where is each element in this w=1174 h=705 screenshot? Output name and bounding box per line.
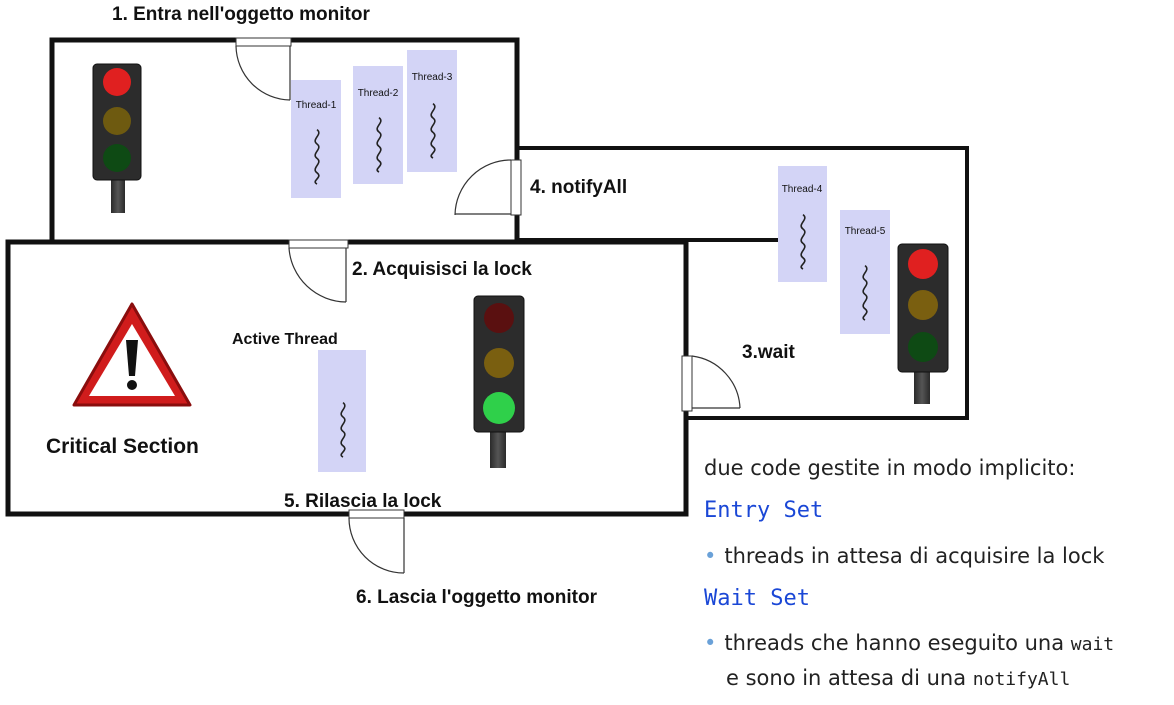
traffic-light-critical bbox=[473, 295, 525, 468]
notify-code: notifyAll bbox=[972, 669, 1071, 690]
thread-1: Thread-1 bbox=[291, 80, 341, 198]
critical-section-label: Critical Section bbox=[46, 435, 199, 458]
traffic-light-wait bbox=[897, 243, 949, 404]
thread-4: Thread-4 bbox=[778, 166, 827, 282]
bullet-icon: • bbox=[704, 544, 717, 568]
wait-door bbox=[681, 355, 741, 412]
entry-desc-text: threads in attesa di acquisire la lock bbox=[724, 544, 1105, 568]
thread-2: Thread-2 bbox=[353, 66, 403, 184]
step-4-label: 4. notifyAll bbox=[530, 177, 627, 198]
thread-5: Thread-5 bbox=[840, 210, 890, 334]
lock-door bbox=[288, 239, 349, 303]
active-thread-label: Active Thread bbox=[232, 331, 338, 348]
entry-door bbox=[235, 37, 292, 101]
entry-set-desc: • threads in attesa di acquisire la lock bbox=[704, 544, 1104, 568]
warning-sign-icon bbox=[72, 302, 192, 407]
active-thread bbox=[318, 350, 366, 472]
step-5-label: 5. Rilascia la lock bbox=[284, 491, 442, 512]
wait-set-desc-2: e sono in attesa di una notifyAll bbox=[726, 666, 1070, 690]
critical-room bbox=[5, 239, 689, 517]
bullet-icon: • bbox=[704, 631, 717, 655]
step-6-label: 6. Lascia l'oggetto monitor bbox=[356, 587, 598, 608]
svg-text:Thread-3: Thread-3 bbox=[412, 72, 453, 83]
notes-intro: due code gestite in modo implicito: bbox=[704, 456, 1076, 480]
traffic-light-entry bbox=[92, 63, 142, 213]
thread-3: Thread-3 bbox=[407, 50, 457, 172]
notify-door bbox=[454, 159, 522, 216]
wait-set-title: Wait Set bbox=[704, 586, 810, 611]
svg-text:Thread-2: Thread-2 bbox=[358, 88, 399, 99]
wait-desc-text: threads che hanno eseguito una bbox=[724, 631, 1071, 655]
step-1-label: 1. Entra nell'oggetto monitor bbox=[112, 4, 370, 25]
wait-desc2-text: e sono in attesa di una bbox=[726, 666, 973, 690]
step-2-label: 2. Acquisisci la lock bbox=[352, 259, 532, 280]
svg-text:Thread-5: Thread-5 bbox=[845, 226, 886, 237]
svg-text:Thread-1: Thread-1 bbox=[296, 100, 337, 111]
exit-door bbox=[348, 509, 405, 574]
wait-set-desc: • threads che hanno eseguito una wait bbox=[704, 631, 1114, 655]
step-3-label: 3.wait bbox=[742, 342, 795, 363]
entry-set-title: Entry Set bbox=[704, 498, 824, 523]
wait-code: wait bbox=[1070, 634, 1115, 655]
svg-text:Thread-4: Thread-4 bbox=[782, 184, 823, 195]
